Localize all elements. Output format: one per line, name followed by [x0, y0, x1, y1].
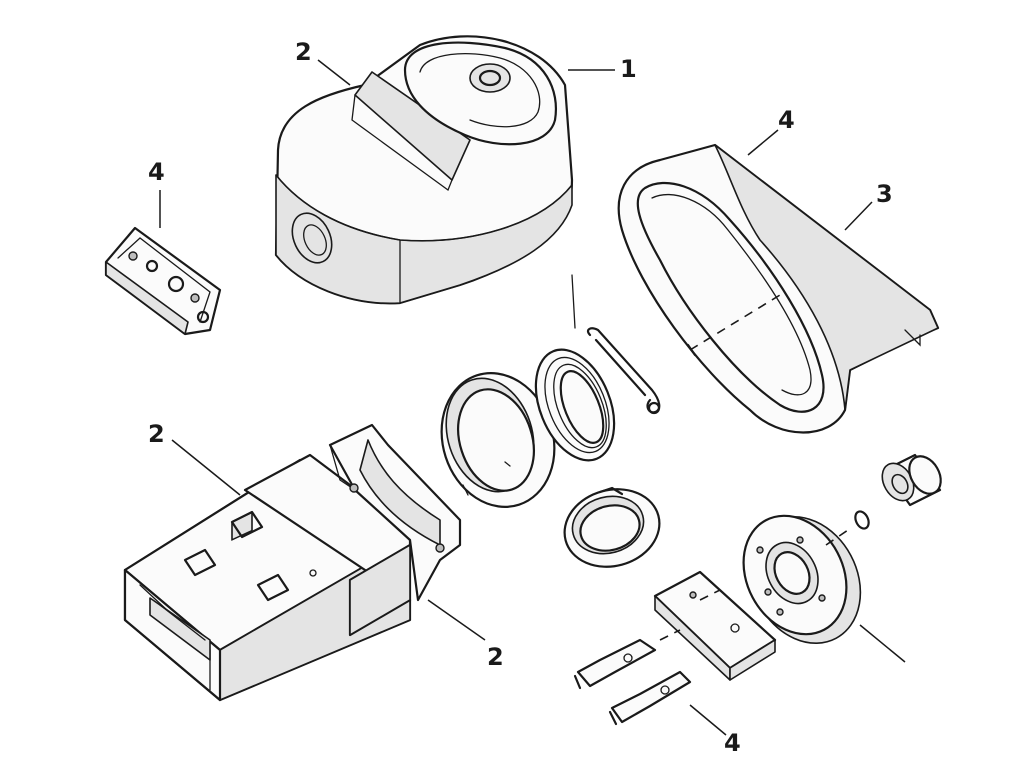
callout-4-bracket: 4: [148, 158, 165, 186]
sleeve-ring: [440, 372, 556, 508]
housing-cover: [274, 35, 574, 305]
callout-2-body: 2: [148, 420, 165, 448]
callout-3: 3: [876, 180, 893, 208]
leader-lines: [159, 59, 906, 736]
retaining-ring: [563, 486, 661, 568]
main-body-block: [123, 453, 412, 702]
callout-2-clamp: 2: [487, 643, 504, 671]
rectangular-block: [653, 570, 777, 681]
callout-1: 1: [620, 55, 637, 83]
callout-2-cover: 2: [295, 38, 312, 66]
wire-clip: [571, 274, 661, 415]
coil-spring: [534, 348, 616, 462]
callout-4-shell: 4: [778, 106, 795, 134]
bushing: [881, 453, 942, 507]
saddle-clamp: [328, 423, 462, 602]
connector-pins: [573, 589, 721, 726]
washer: [825, 510, 870, 546]
callout-4-pins: 4: [724, 729, 741, 757]
small-bracket: [104, 226, 222, 336]
callout-labels: 1 2 2 2 3 4 4 4: [148, 38, 893, 757]
flange-disc: [742, 514, 862, 644]
outer-shell: [617, 143, 940, 434]
